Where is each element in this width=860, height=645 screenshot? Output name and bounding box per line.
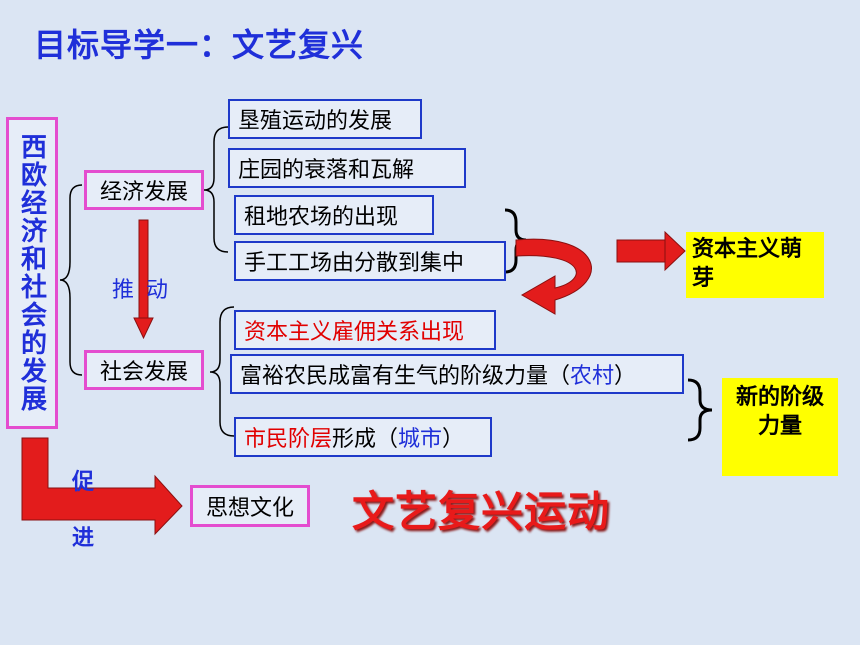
root-label: 西欧经济和社会的发展 bbox=[16, 133, 47, 413]
promote-arrow bbox=[21, 437, 183, 536]
economy-item-4: 手工工场由分散到集中 bbox=[234, 241, 506, 281]
capitalism-label: 资本主义萌芽 bbox=[692, 237, 803, 291]
curved-arrow bbox=[515, 238, 592, 315]
society-label-box: 社会发展 bbox=[84, 350, 204, 390]
capitalism-box: 资本主义萌芽 bbox=[686, 232, 824, 298]
right-arrow-capitalism bbox=[616, 230, 686, 272]
new-force-label: 新的阶级力量 bbox=[735, 385, 824, 439]
new-force-box: 新的阶级力量 bbox=[722, 378, 838, 476]
society-item-1: 资本主义雇佣关系出现 bbox=[234, 310, 496, 350]
renaissance-label: 文艺复兴运动 bbox=[352, 487, 611, 536]
economy-item-2: 庄园的衰落和瓦解 bbox=[228, 148, 466, 188]
root-bracket bbox=[59, 184, 83, 376]
culture-label: 思想文化 bbox=[205, 496, 294, 521]
society-item-3: 市民阶层形成（城市） bbox=[234, 417, 492, 457]
economy-item-1: 垦殖运动的发展 bbox=[228, 99, 422, 139]
economy-item-3: 租地农场的出现 bbox=[234, 195, 434, 235]
society-right-bracket bbox=[687, 378, 713, 442]
promote-label-2: 进 bbox=[72, 526, 95, 551]
push-label: 推动 bbox=[112, 278, 181, 303]
culture-box: 思想文化 bbox=[190, 485, 310, 527]
society-item-2: 富裕农民成富有生气的阶级力量（农村） bbox=[230, 354, 684, 394]
promote-label-1: 促 bbox=[72, 470, 95, 495]
economy-label: 经济发展 bbox=[99, 180, 188, 205]
root-box: 西欧经济和社会的发展 bbox=[6, 117, 58, 429]
push-arrow bbox=[133, 219, 154, 340]
society-label: 社会发展 bbox=[99, 360, 188, 385]
page-title: 目标导学一：文艺复兴 bbox=[34, 26, 365, 64]
society-bracket bbox=[209, 306, 235, 437]
economy-label-box: 经济发展 bbox=[84, 170, 204, 210]
economy-bracket bbox=[203, 126, 229, 253]
